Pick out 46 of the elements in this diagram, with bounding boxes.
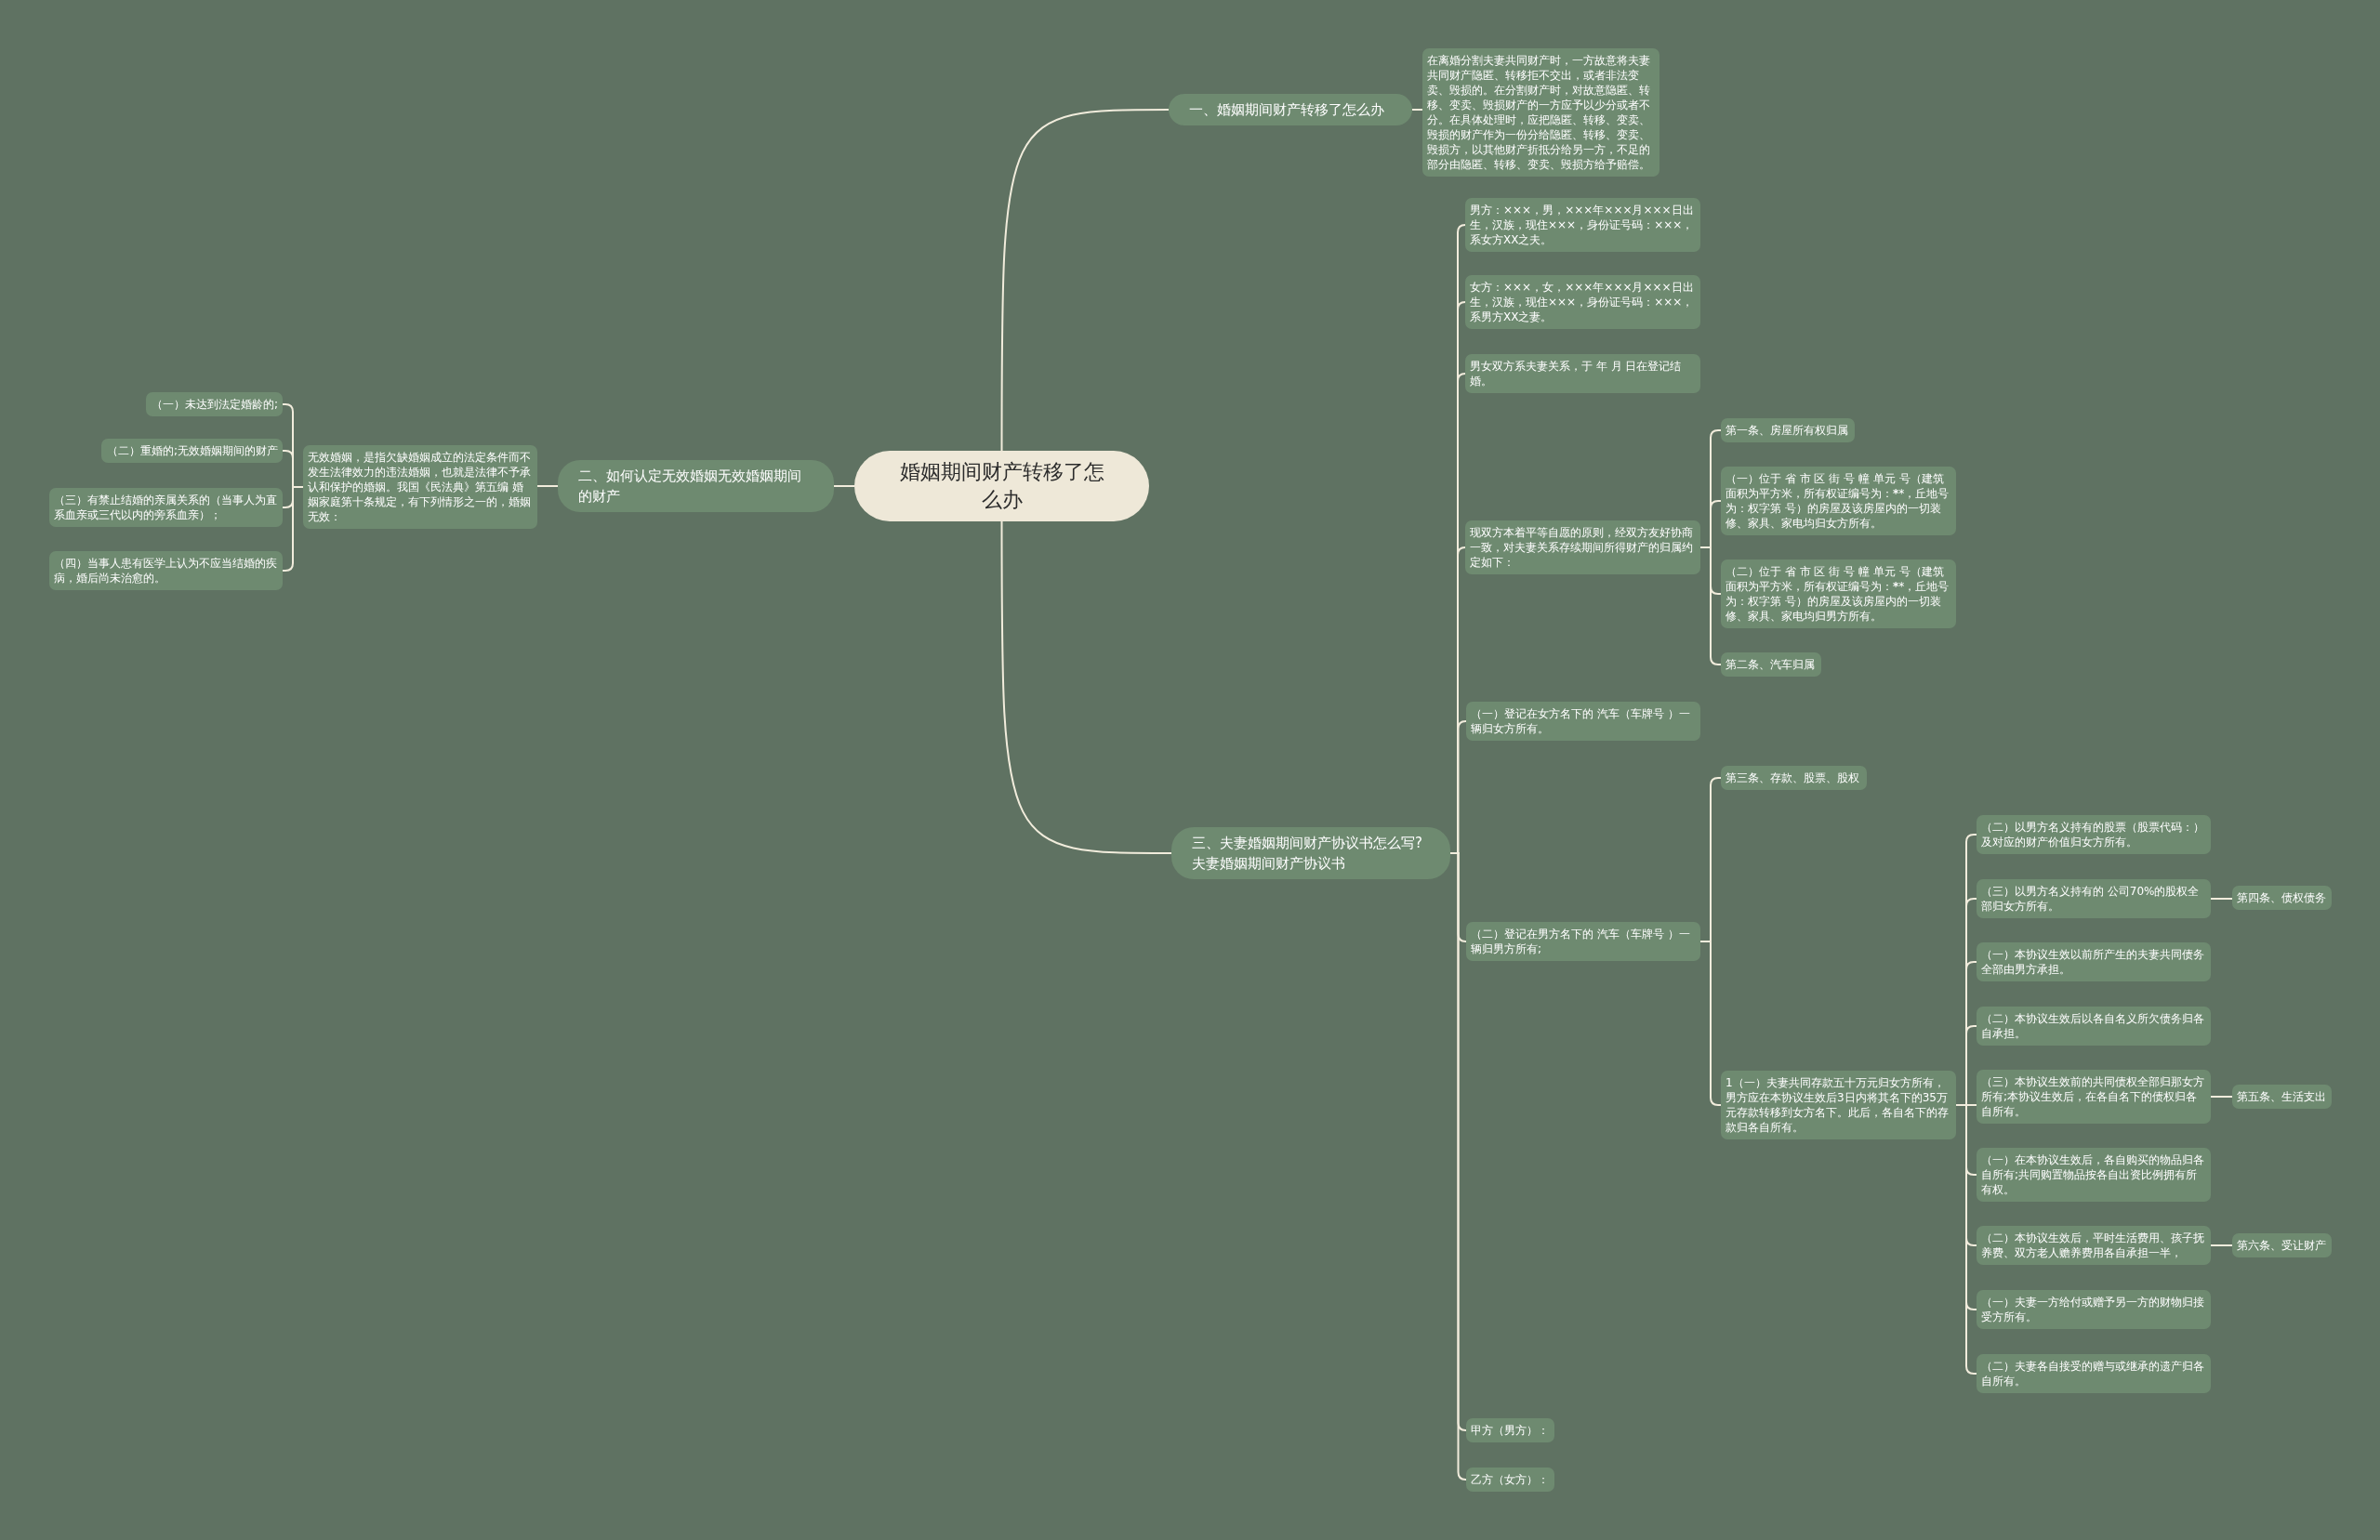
connector	[2210, 898, 2233, 900]
topic-box: （一）在本协议生效后，各自购买的物品归各自所有;共同购置物品按各自出资比例拥有所有权。	[1977, 1148, 2211, 1202]
topic-box: （二）重婚的;无效婚姻期间的财产	[101, 439, 283, 463]
connector	[1411, 109, 1423, 111]
topic-box: （二）本协议生效后，平时生活费用、孩子抚养费、双方老人赡养费用各自承担一半，	[1977, 1226, 2211, 1265]
topic-box: （一）未达到法定婚龄的;	[146, 392, 283, 416]
connector	[1955, 1104, 1977, 1375]
topic-box: （三）有禁止结婚的亲属关系的（当事人为直系血亲或三代以内的旁系血亲）；	[49, 488, 283, 527]
topic-box: （二）本协议生效后以各自名义所欠债务归各自承担。	[1977, 1007, 2211, 1046]
topic-box: 第三条、存款、股票、股权	[1721, 766, 1867, 790]
topic-box: （二）登记在男方名下的 汽车（车牌号 ）一辆归男方所有;	[1466, 922, 1700, 961]
connector	[1000, 109, 1170, 452]
connector	[2210, 1096, 2233, 1098]
topic-box: 第五条、生活支出	[2232, 1085, 2332, 1109]
topic-box: （二）位于 省 市 区 街 号 幢 单元 号（建筑面积为平方米，所有权证编号为：**，丘地号为：权字第 号）的房屋及该房屋内的一切装修、家具、家电均归男方所有。	[1721, 559, 1956, 628]
topic-box: 第一条、房屋所有权归属	[1721, 418, 1855, 442]
topic-box: （二）以男方名义持有的股票（股票代码：）及对应的财产价值归女方所有。	[1977, 815, 2211, 854]
topic-box: 甲方（男方）：	[1466, 1418, 1554, 1442]
topic-box: 男女双方系夫妻关系，于 年 月 日在登记结婚。	[1465, 354, 1700, 393]
topic-box: 女方：×××，女，×××年×××月×××日出生，汉族，现住×××，身份证号码：×××，系男方XX之妻。	[1465, 275, 1700, 329]
central-topic: 婚姻期间财产转移了怎么办	[854, 451, 1149, 521]
connector	[536, 485, 559, 487]
branch-topic: 一、婚姻期间财产转移了怎么办	[1169, 94, 1412, 125]
topic-box: 男方：×××，男，×××年×××月×××日出生，汉族，现住×××，身份证号码：×××，系女方XX之夫。	[1465, 198, 1700, 252]
branch-topic: 二、如何认定无效婚姻无效婚姻期间的财产	[558, 460, 834, 512]
connector	[2210, 1244, 2233, 1246]
connector	[1699, 941, 1722, 1106]
topic-box: （一）登记在女方名下的 汽车（车牌号 ）一辆归女方所有。	[1466, 702, 1700, 741]
topic-box: 现双方本着平等自愿的原则，经双方友好协商一致，对夫妻关系存续期间所得财产的归属约定如下：	[1465, 520, 1700, 574]
topic-box: 第四条、债权债务	[2232, 886, 2332, 910]
topic-box: （一）本协议生效以前所产生的夫妻共同债务全部由男方承担。	[1977, 942, 2211, 981]
topic-box: 乙方（女方）：	[1466, 1468, 1554, 1492]
topic-box: （二）夫妻各自接受的赠与或继承的遗产归各自所有。	[1977, 1354, 2211, 1393]
topic-box: 第六条、受让财产	[2232, 1233, 2332, 1257]
connector	[1000, 520, 1172, 854]
topic-box: 第二条、汽车归属	[1721, 652, 1821, 677]
branch-topic: 三、夫妻婚姻期间财产协议书怎么写?夫妻婚姻期间财产协议书	[1171, 827, 1450, 879]
topic-box: （一）位于 省 市 区 街 号 幢 单元 号（建筑面积为平方米，所有权证编号为：**，丘地号为：权字第 号）的房屋及该房屋内的一切装修、家具、家电均归女方所有。	[1721, 467, 1956, 535]
topic-box: （三）以男方名义持有的 公司70%的股权全部归女方所有。	[1977, 879, 2211, 918]
connector	[833, 485, 855, 487]
topic-box: （一）夫妻一方给付或赠予另一方的财物归接受方所有。	[1977, 1290, 2211, 1329]
topic-box: 无效婚姻，是指欠缺婚姻成立的法定条件而不发生法律效力的违法婚姻，也就是法律不予承认和保护的婚姻。我国《民法典》第五编 婚姻家庭第十条规定，有下列情形之一的，婚姻无效：	[303, 445, 537, 529]
topic-box: 1（一）夫妻共同存款五十万元归女方所有，男方应在本协议生效后3日内将其名下的35万元存款转移到女方名下。此后，各自名下的存款归各自所有。	[1721, 1071, 1956, 1139]
topic-box: 在离婚分割夫妻共同财产时，一方故意将夫妻共同财产隐匿、转移拒不交出，或者非法变卖、毁损的。在分割财产时，对故意隐匿、转移、变卖、毁损财产的一方应予以少分或者不分。在具体处理时，应把隐匿、转移、变卖、毁损的财产作为一份分给隐匿、转移、变卖、毁损方，以其他财产折抵分给另一方，不足的部分由隐匿、转移、变卖、毁损方给予赔偿。	[1422, 48, 1659, 177]
topic-box: （三）本协议生效前的共同债权全部归那女方所有;本协议生效后，在各自名下的债权归各自所有。	[1977, 1070, 2211, 1124]
topic-box: （四）当事人患有医学上认为不应当结婚的疾病，婚后尚未治愈的。	[49, 551, 283, 590]
